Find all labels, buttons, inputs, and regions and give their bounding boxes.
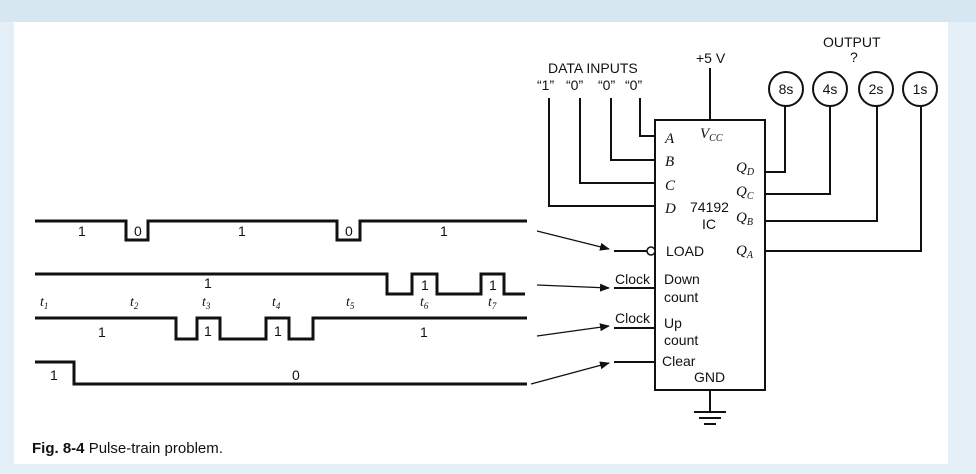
figure-label: Fig. 8-4 xyxy=(32,440,85,457)
data-input-value-d: “1” xyxy=(537,77,554,93)
svg-text:t6: t6 xyxy=(420,295,429,311)
led-4s: 4s xyxy=(812,71,848,107)
pin-label-clear: Clear xyxy=(662,353,696,369)
wire-input-a xyxy=(639,98,655,137)
pin-label-qa: QA xyxy=(736,243,754,261)
supply-label: +5 V xyxy=(696,50,726,66)
led-4s-label: 4s xyxy=(823,81,838,97)
pin-label-a: A xyxy=(664,131,675,147)
led-8s-label: 8s xyxy=(779,81,794,97)
wire-output-qa xyxy=(765,106,922,252)
clear-level-1: 1 xyxy=(50,367,58,383)
up-clock-label: Clock xyxy=(615,310,651,326)
load-level-3: 1 xyxy=(238,223,246,239)
clear-level-2: 0 xyxy=(292,367,300,383)
wire-input-b xyxy=(610,98,655,161)
pin-label-down: Down xyxy=(664,271,700,287)
arrow-down-clock xyxy=(536,283,610,292)
down-clock-label: Clock xyxy=(615,271,651,287)
down-level-1: 1 xyxy=(204,275,212,291)
wire-output-qc xyxy=(765,106,831,195)
wire-input-d xyxy=(548,98,655,207)
svg-text:t2: t2 xyxy=(130,295,139,311)
led-1s-label: 1s xyxy=(913,81,928,97)
data-inputs-title: DATA INPUTS xyxy=(548,60,638,76)
pin-label-b: B xyxy=(665,154,674,170)
up-level-1: 1 xyxy=(98,324,106,340)
load-level-5: 1 xyxy=(440,223,448,239)
svg-text:t4: t4 xyxy=(272,295,281,311)
top-band xyxy=(0,0,976,22)
pin-label-qd: QD xyxy=(736,160,755,178)
svg-text:t3: t3 xyxy=(202,295,211,311)
down-level-3: 1 xyxy=(489,277,497,293)
led-2s-label: 2s xyxy=(869,81,884,97)
data-input-value-a: “0” xyxy=(625,77,642,93)
data-input-value-b: “0” xyxy=(598,77,615,93)
time-mark-t6: t6 xyxy=(420,295,429,311)
svg-text:t1: t1 xyxy=(40,295,48,311)
pin-label-load: LOAD xyxy=(666,243,704,259)
time-mark-t7: t7 xyxy=(488,295,497,311)
up-level-2: 1 xyxy=(204,323,212,339)
led-8s: 8s xyxy=(768,71,804,107)
output-title: OUTPUT xyxy=(823,34,881,50)
output-question: ? xyxy=(850,49,858,65)
load-inversion-bubble xyxy=(646,246,656,256)
wire-output-qd xyxy=(765,106,786,173)
data-input-value-c: “0” xyxy=(566,77,583,93)
figure-caption-text: Pulse-train problem. xyxy=(88,440,223,457)
svg-text:t7: t7 xyxy=(488,295,497,311)
figure-caption: Fig. 8-4 Pulse-train problem. xyxy=(32,440,223,457)
waveform-down-clock xyxy=(35,272,525,296)
up-level-4: 1 xyxy=(420,324,428,340)
waveform-clear xyxy=(35,360,527,386)
time-mark-t5: t5 xyxy=(346,295,355,311)
load-level-1: 1 xyxy=(78,223,86,239)
wire-input-c xyxy=(579,98,655,184)
arrow-clear xyxy=(530,361,610,385)
waveform-up-clock xyxy=(35,316,527,341)
pin-label-qc: QC xyxy=(736,184,754,202)
pin-label-up-count: count xyxy=(664,332,698,348)
waveform-load xyxy=(35,219,527,242)
chip-name-suffix: IC xyxy=(702,216,716,232)
pin-label-up: Up xyxy=(664,315,682,331)
pin-label-c: C xyxy=(665,178,676,194)
pin-label-gnd: GND xyxy=(694,369,725,385)
chip-name: 74192 xyxy=(690,199,729,215)
time-mark-t3: t3 xyxy=(202,295,211,311)
time-mark-t1: t1 xyxy=(40,295,48,311)
arrow-load xyxy=(536,230,610,251)
time-mark-t2: t2 xyxy=(130,295,139,311)
pin-label-d: D xyxy=(664,201,676,217)
wire-output-qb xyxy=(765,106,878,222)
time-mark-t4: t4 xyxy=(272,295,281,311)
led-1s: 1s xyxy=(902,71,938,107)
load-level-4: 0 xyxy=(345,223,353,239)
pin-label-qb: QB xyxy=(736,210,753,228)
up-level-3: 1 xyxy=(274,323,282,339)
svg-text:t5: t5 xyxy=(346,295,355,311)
down-level-2: 1 xyxy=(421,277,429,293)
led-2s: 2s xyxy=(858,71,894,107)
vcc-label: VCC xyxy=(700,126,723,144)
load-level-2: 0 xyxy=(134,223,142,239)
pin-label-down-count: count xyxy=(664,289,698,305)
arrow-up-clock xyxy=(536,323,610,337)
